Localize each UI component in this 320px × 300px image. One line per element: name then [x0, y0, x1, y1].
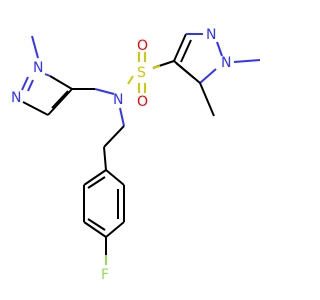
atom-oxygen-bottom: O — [137, 94, 148, 110]
bond — [199, 68, 217, 84]
atom-n-sulfonamide: N — [113, 92, 123, 108]
atom-n-pyrazole-left-1: N — [33, 60, 43, 76]
bond — [87, 218, 106, 231]
sulfonyl-group — [127, 52, 175, 93]
bond — [51, 90, 69, 109]
n-substituents — [72, 88, 125, 171]
methyl-bond — [199, 82, 215, 117]
left-pyrazole-ring — [21, 35, 73, 116]
bond — [175, 62, 195, 79]
atom-fluorine: F — [101, 267, 109, 283]
right-pyrazole-ring — [173, 33, 261, 117]
bond — [44, 73, 51, 77]
bond — [87, 176, 106, 189]
methyl-bond — [233, 59, 261, 63]
methyl-bond — [31, 35, 39, 59]
atom-n-pyrazole-right-2: N — [206, 27, 216, 43]
bond — [103, 125, 125, 148]
bond — [127, 75, 134, 85]
bond — [119, 107, 125, 127]
bond — [27, 79, 34, 92]
atom-n-pyrazole-left-2: N — [11, 90, 21, 106]
bond — [180, 39, 192, 63]
bond — [152, 65, 161, 69]
bond — [49, 75, 73, 90]
atom-sulfur: S — [137, 65, 146, 81]
bond — [22, 101, 49, 116]
structure-svg: N N S O O N N N F — [11, 27, 261, 283]
molecule-diagram: N N S O O N N N F — [11, 27, 261, 283]
bond — [83, 221, 107, 238]
bond — [173, 33, 187, 62]
bond — [94, 88, 115, 95]
atom-labels: N N S O O N N N F — [11, 27, 231, 283]
atom-n-pyrazole-right-1: N — [221, 55, 231, 71]
bond — [83, 169, 107, 186]
bond — [105, 221, 125, 238]
bond — [105, 169, 125, 186]
bond — [47, 88, 73, 116]
atom-oxygen-top: O — [137, 38, 148, 54]
bond — [103, 146, 107, 171]
fluorophenyl-ring — [83, 169, 125, 265]
bond — [216, 41, 223, 57]
bond — [21, 76, 29, 91]
